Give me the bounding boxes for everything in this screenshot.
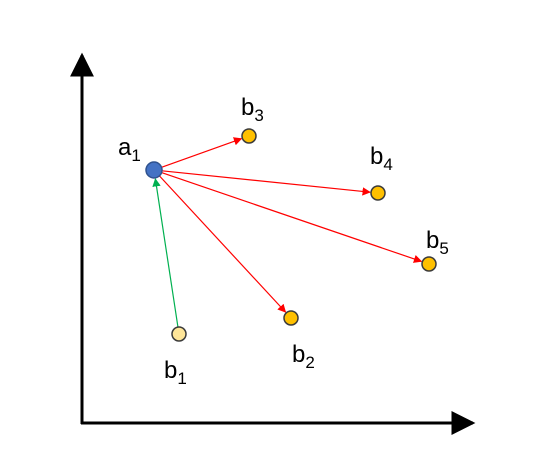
node-b5[interactable]	[421, 256, 437, 272]
node-a1[interactable]	[145, 161, 163, 179]
label-b4: b4	[370, 143, 393, 174]
edge-a1-to-b3	[161, 137, 243, 168]
node-b2[interactable]	[283, 310, 299, 326]
label-a1: a1	[118, 134, 141, 165]
edges	[152, 137, 423, 328]
label-b5: b5	[426, 227, 449, 258]
edge-a1-to-b2	[158, 175, 287, 313]
edge-a1-to-b4	[161, 170, 371, 196]
label-b1: b1	[164, 357, 187, 388]
node-b1[interactable]	[171, 326, 187, 342]
label-b2: b2	[292, 341, 315, 372]
edge-a1-to-b5	[161, 172, 423, 263]
node-b4[interactable]	[370, 185, 386, 201]
edge-b1-to-a1	[152, 178, 179, 328]
label-b3: b3	[241, 94, 264, 125]
node-b3[interactable]	[241, 128, 257, 144]
